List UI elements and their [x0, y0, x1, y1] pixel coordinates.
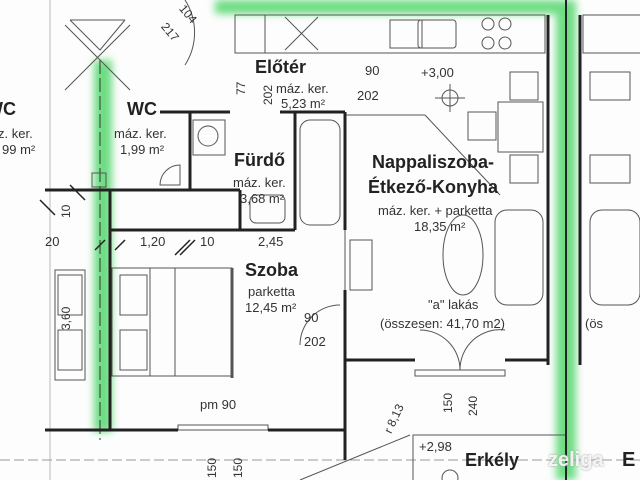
dim-pm90: pm 90: [200, 397, 237, 412]
room-name-wc-left: WC: [0, 99, 16, 119]
room-name-wc: WC: [127, 99, 157, 119]
watermark-logo: zeliga: [548, 449, 604, 471]
room-area-wc-left: 99 m²: [2, 142, 36, 157]
dim-90-szoba: 90: [304, 310, 319, 325]
level-298: +2,98: [419, 439, 452, 454]
neighbor-total-partial: (ös: [585, 316, 604, 331]
apartment-total: (összesen: 41,70 m2): [380, 316, 506, 331]
dim-150-b: 150: [231, 457, 245, 478]
dim-120: 1,20: [140, 234, 166, 249]
room-name-szoba: Szoba: [245, 260, 299, 280]
room-name-erkely: Erkély: [465, 450, 520, 470]
room-area-szoba: 12,45 m²: [245, 300, 297, 315]
room-name-eloter: Előtér: [255, 57, 307, 77]
dim-90-door: 90: [365, 63, 380, 78]
dim-150-a: 150: [205, 457, 219, 478]
room-floor-szoba: parketta: [248, 284, 295, 299]
dim-150-c: 150: [441, 392, 455, 413]
level-300: +3,00: [421, 65, 454, 80]
room-name-nappali-1: Nappaliszoba-: [372, 152, 495, 172]
room-name-nappali-2: Étkező-Konyha: [368, 177, 499, 197]
room-area-furdo: 3,68 m²: [240, 191, 285, 206]
room-floor-wc: máz. ker.: [114, 126, 167, 141]
dimension-ticks: [39, 184, 196, 256]
dim-360: 3,60: [59, 306, 73, 330]
neighbor-room-partial: E: [622, 449, 636, 471]
room-floor-nappali: máz. ker. + parketta: [378, 203, 493, 218]
dim-77: 77: [234, 81, 248, 95]
room-area-wc: 1,99 m²: [120, 142, 165, 157]
dim-202-door: 202: [357, 88, 379, 103]
dim-10: 10: [200, 234, 215, 249]
dim-10-vertical: 10: [59, 204, 73, 218]
dim-202-eloter: 202: [261, 84, 275, 105]
room-area-nappali: 18,35 m²: [414, 219, 466, 234]
room-floor-wc-left: z. ker.: [0, 126, 33, 141]
room-floor-eloter: máz. ker.: [276, 81, 329, 96]
apartment-label: "a" lakás: [428, 297, 479, 312]
dim-202-szoba: 202: [304, 334, 326, 349]
room-floor-furdo: máz. ker.: [233, 175, 286, 190]
highlight-marks: [94, 0, 576, 480]
room-name-furdo: Fürdő: [234, 150, 285, 170]
dim-240: 240: [466, 395, 480, 416]
room-area-eloter: 5,23 m²: [281, 96, 326, 111]
dim-20: 20: [45, 234, 60, 249]
walls: [45, 0, 582, 480]
dim-245: 2,45: [258, 234, 284, 249]
